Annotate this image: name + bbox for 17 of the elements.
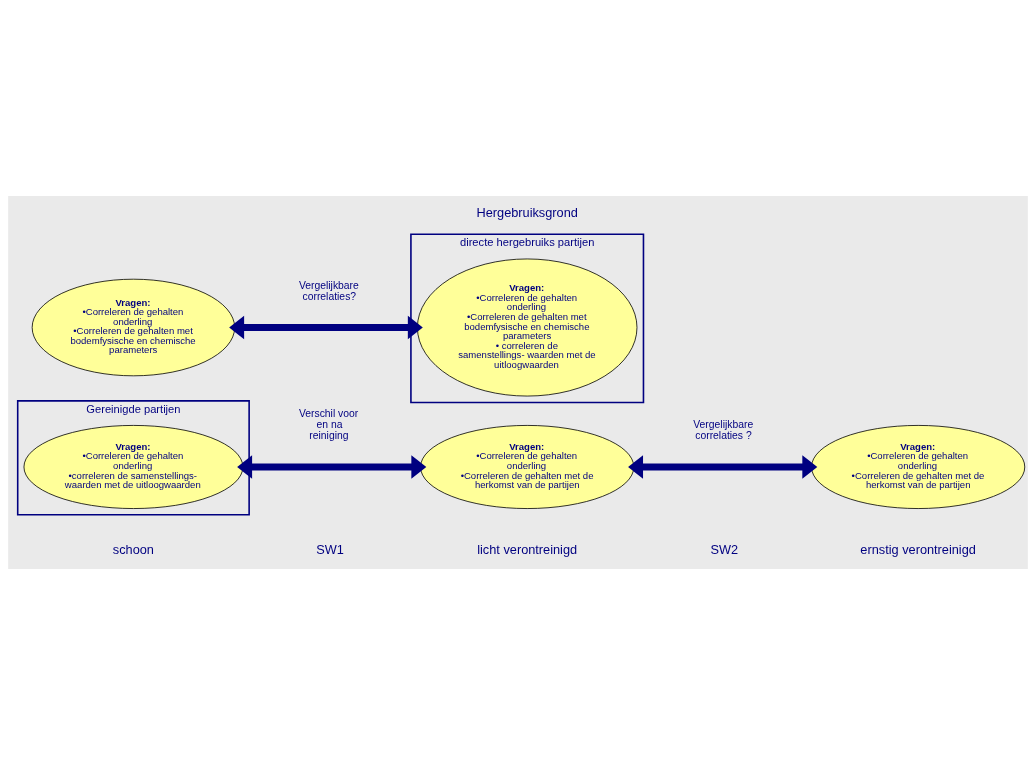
label: SW1 [316, 542, 344, 558]
arrow [237, 455, 427, 479]
label: ernstig verontreinigd [860, 542, 976, 558]
node-ellipse: Vragen: •Correleren de gehalten onderling •Correleren de gehalten met de herkomst van de partijen [420, 425, 635, 509]
arrow [628, 455, 818, 479]
edge-label: Vergelijkbare correlaties ? [693, 419, 754, 442]
label: schoon [112, 542, 154, 558]
arrow [229, 315, 423, 340]
label: Hergebruiksgrond [476, 204, 578, 220]
node-ellipse: Vragen: •Correleren de gehalten onderling •Correleren de gehalten met bodemfysische en chemische parameters [31, 278, 236, 377]
label: SW2 [710, 542, 739, 558]
edge-label: Vergelijkbare correlaties? [298, 279, 359, 302]
node-ellipse: Vragen: •Correleren de gehalten onderling •Correleren de gehalten met de herkomst van de partijen [811, 425, 1026, 509]
label: licht verontreinigd [477, 542, 578, 558]
node-ellipse: Vragen: •Correleren de gehalten onderling •Correleren de gehalten met bodemfysische en chemische parameters • correleren de samenstellings- waarden met de uitloogwaarden [417, 258, 638, 397]
edge-label: Verschil voor en na reiniging [298, 408, 359, 442]
node-ellipse: Vragen: •Correleren de gehalten onderling •correleren de samenstellings- waarden met de uitloogwaarden [23, 425, 244, 509]
